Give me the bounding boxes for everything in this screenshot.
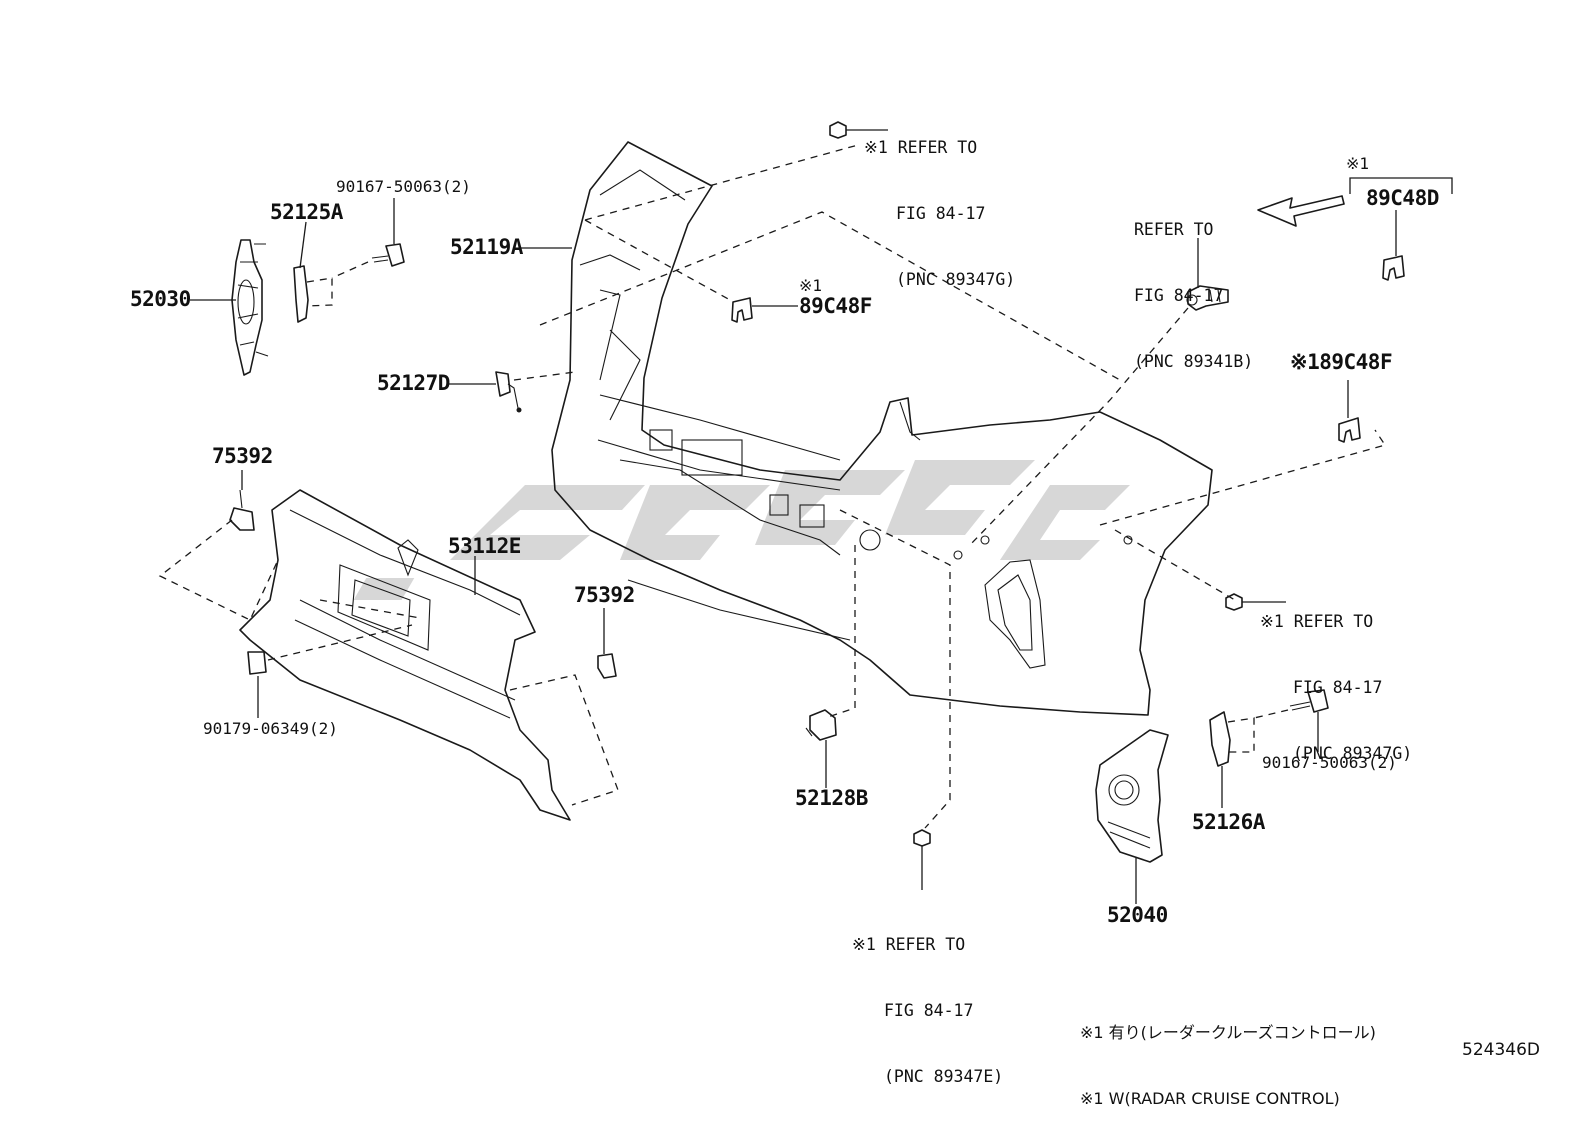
part-75392-clip-right: [597, 653, 617, 679]
label-90167-left: 90167-50063(2): [336, 177, 471, 196]
ref-right-line3: (PNC 89347G): [1293, 744, 1413, 763]
ref-bottom-line2: FIG 84-17: [884, 1001, 974, 1020]
nut-top: [829, 121, 847, 139]
label-75392-left: 75392: [212, 444, 273, 468]
ref-sensor-line2: FIG 84-17: [1134, 286, 1224, 305]
part-89C48F-clip-center: [731, 297, 753, 323]
mark-89C48F-center: ※1: [799, 276, 823, 295]
ref-top: ※1 REFER TO FIG 84-17 (PNC 89347G): [864, 93, 1015, 313]
ref-sensor-line3: (PNC 89341B): [1134, 352, 1254, 371]
part-52040-fog-cover: [1095, 729, 1169, 863]
ref-sensor: REFER TO FIG 84-17 (PNC 89341B): [1134, 175, 1253, 395]
guide-53112E-right: [509, 674, 619, 806]
ref-bottom-line3: (PNC 89347E): [884, 1067, 1004, 1086]
part-52125A-bracket: [293, 265, 333, 323]
ref-right-line2: FIG 84-17: [1293, 678, 1383, 697]
footnote-line1: ※1 有り(レーダークルーズコントロール): [1080, 1023, 1376, 1042]
parts-diagram: [158, 121, 1453, 904]
bracket-89C48D: [1349, 177, 1453, 194]
part-89C48F-clip-right: [1338, 417, 1361, 443]
ref-top-line1: ※1 REFER TO: [864, 138, 978, 157]
nut-right: [1225, 593, 1243, 611]
part-75392-clip-left: [229, 489, 255, 531]
label-90167-right: 90167-50063(2): [1262, 753, 1397, 772]
ref-right: ※1 REFER TO FIG 84-17 (PNC 89347G): [1260, 567, 1412, 787]
watermark-logo: [353, 460, 1130, 600]
footnote: ※1 有り(レーダークルーズコントロール) ※1 W(RADAR CRUISE …: [1080, 978, 1376, 1132]
mark-89C48D: ※1: [1346, 154, 1370, 173]
label-75392-right: 75392: [574, 583, 635, 607]
guide-90179: [267, 599, 421, 661]
part-52030-grille: [231, 239, 269, 376]
part-90167-screw-left: [331, 243, 405, 279]
label-52040: 52040: [1107, 903, 1168, 927]
part-90167-screw-right: [1253, 689, 1329, 719]
label-52128B: 52128B: [795, 786, 868, 810]
part-radar-sensor: [1186, 285, 1229, 311]
ref-right-line1: ※1 REFER TO: [1260, 612, 1374, 631]
part-89C48D-clip: [1382, 255, 1405, 281]
ref-top-line2: FIG 84-17: [896, 204, 986, 223]
arrow-left-icon: [1257, 195, 1345, 227]
part-52126A-bracket: [1209, 711, 1255, 767]
label-89C48F-center: 89C48F: [799, 294, 872, 318]
nut-bottom: [913, 829, 931, 847]
ref-top-line3: (PNC 89347G): [896, 270, 1016, 289]
label-53112E: 53112E: [448, 534, 521, 558]
footnote-line2: ※1 W(RADAR CRUISE CONTROL): [1080, 1089, 1340, 1108]
label-89C48F-right: ※189C48F: [1290, 350, 1393, 374]
guide-53112E-left: [158, 519, 279, 621]
part-52119A-bumper-cover: [551, 141, 1213, 716]
label-89C48D: 89C48D: [1366, 186, 1439, 210]
figure-id: 524346D: [1462, 1040, 1540, 1060]
label-52127D: 52127D: [377, 371, 450, 395]
label-52126A: 52126A: [1192, 810, 1265, 834]
part-90179-nut: [247, 651, 267, 675]
label-52125A: 52125A: [270, 200, 343, 224]
label-90179: 90179-06349(2): [203, 719, 338, 738]
ref-sensor-line1: REFER TO: [1134, 220, 1214, 239]
label-52030: 52030: [130, 287, 191, 311]
ref-bottom-line1: ※1 REFER TO: [852, 935, 966, 954]
label-52119A: 52119A: [450, 235, 523, 259]
part-52127D: [495, 371, 522, 413]
guide-lines: [513, 144, 1387, 829]
part-52128B-cap: [805, 709, 837, 741]
part-53112E-grille: [239, 489, 571, 821]
ref-bottom: ※1 REFER TO FIG 84-17 (PNC 89347E): [852, 890, 1003, 1110]
leader-52125A: [299, 221, 307, 269]
